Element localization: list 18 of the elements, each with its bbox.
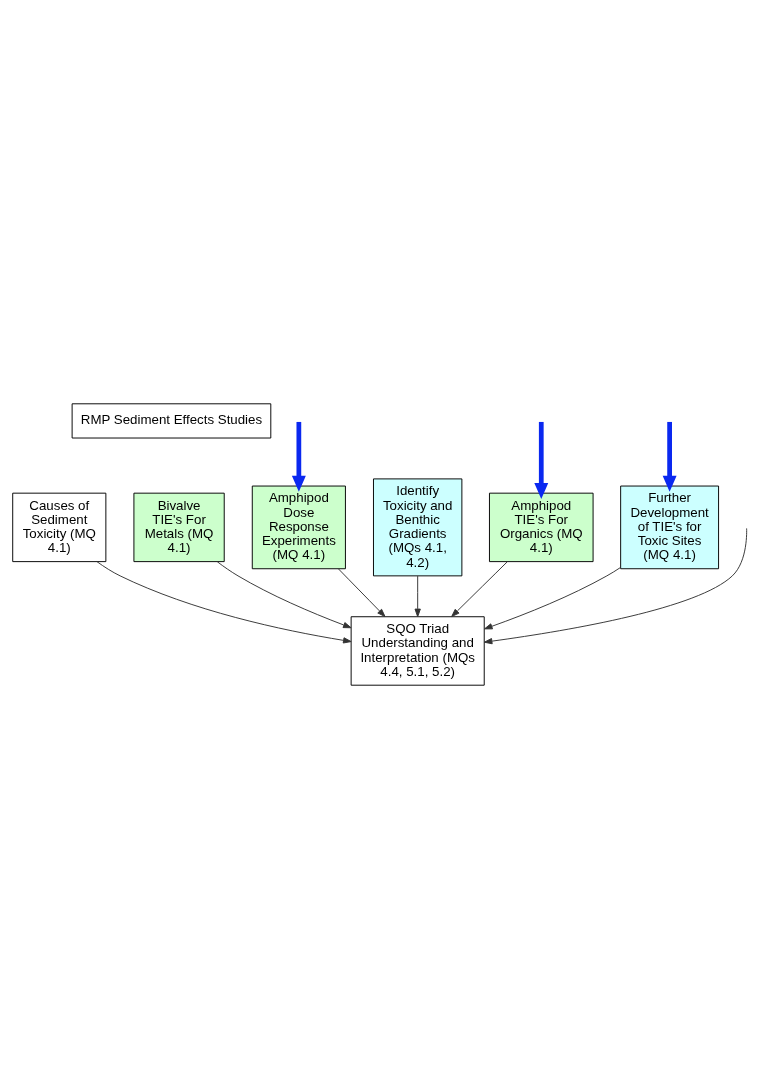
arrow [216,561,352,629]
arrow [484,567,621,630]
arrow [483,527,748,645]
arrow [414,575,421,618]
arrow [96,561,352,644]
arrow [534,421,549,499]
node-box: Amphipod Dose Response Experiments (MQ 4.1) [251,485,346,570]
arrow [337,568,386,618]
arrow [291,421,306,492]
arrow [451,561,508,618]
node-box: SQO Triad Understanding and Interpretation (MQs 4.4, 5.1, 5.2) [350,616,485,686]
node-box: Identify Toxicity and Benthic Gradients (MQs 4.1, 4.2) [373,478,463,577]
node-box: Further Development of TIE's for Toxic Sites (MQ 4.1) [620,485,720,570]
node-box: Bivalve TIE's For Metals (MQ 4.1) [133,492,225,563]
node-box: Causes of Sediment Toxicity (MQ 4.1) [12,492,107,563]
arrow [662,421,677,492]
node-box: RMP Sediment Effects Studies [71,403,272,439]
node-box: Amphipod TIE's For Organics (MQ 4.1) [489,492,594,563]
